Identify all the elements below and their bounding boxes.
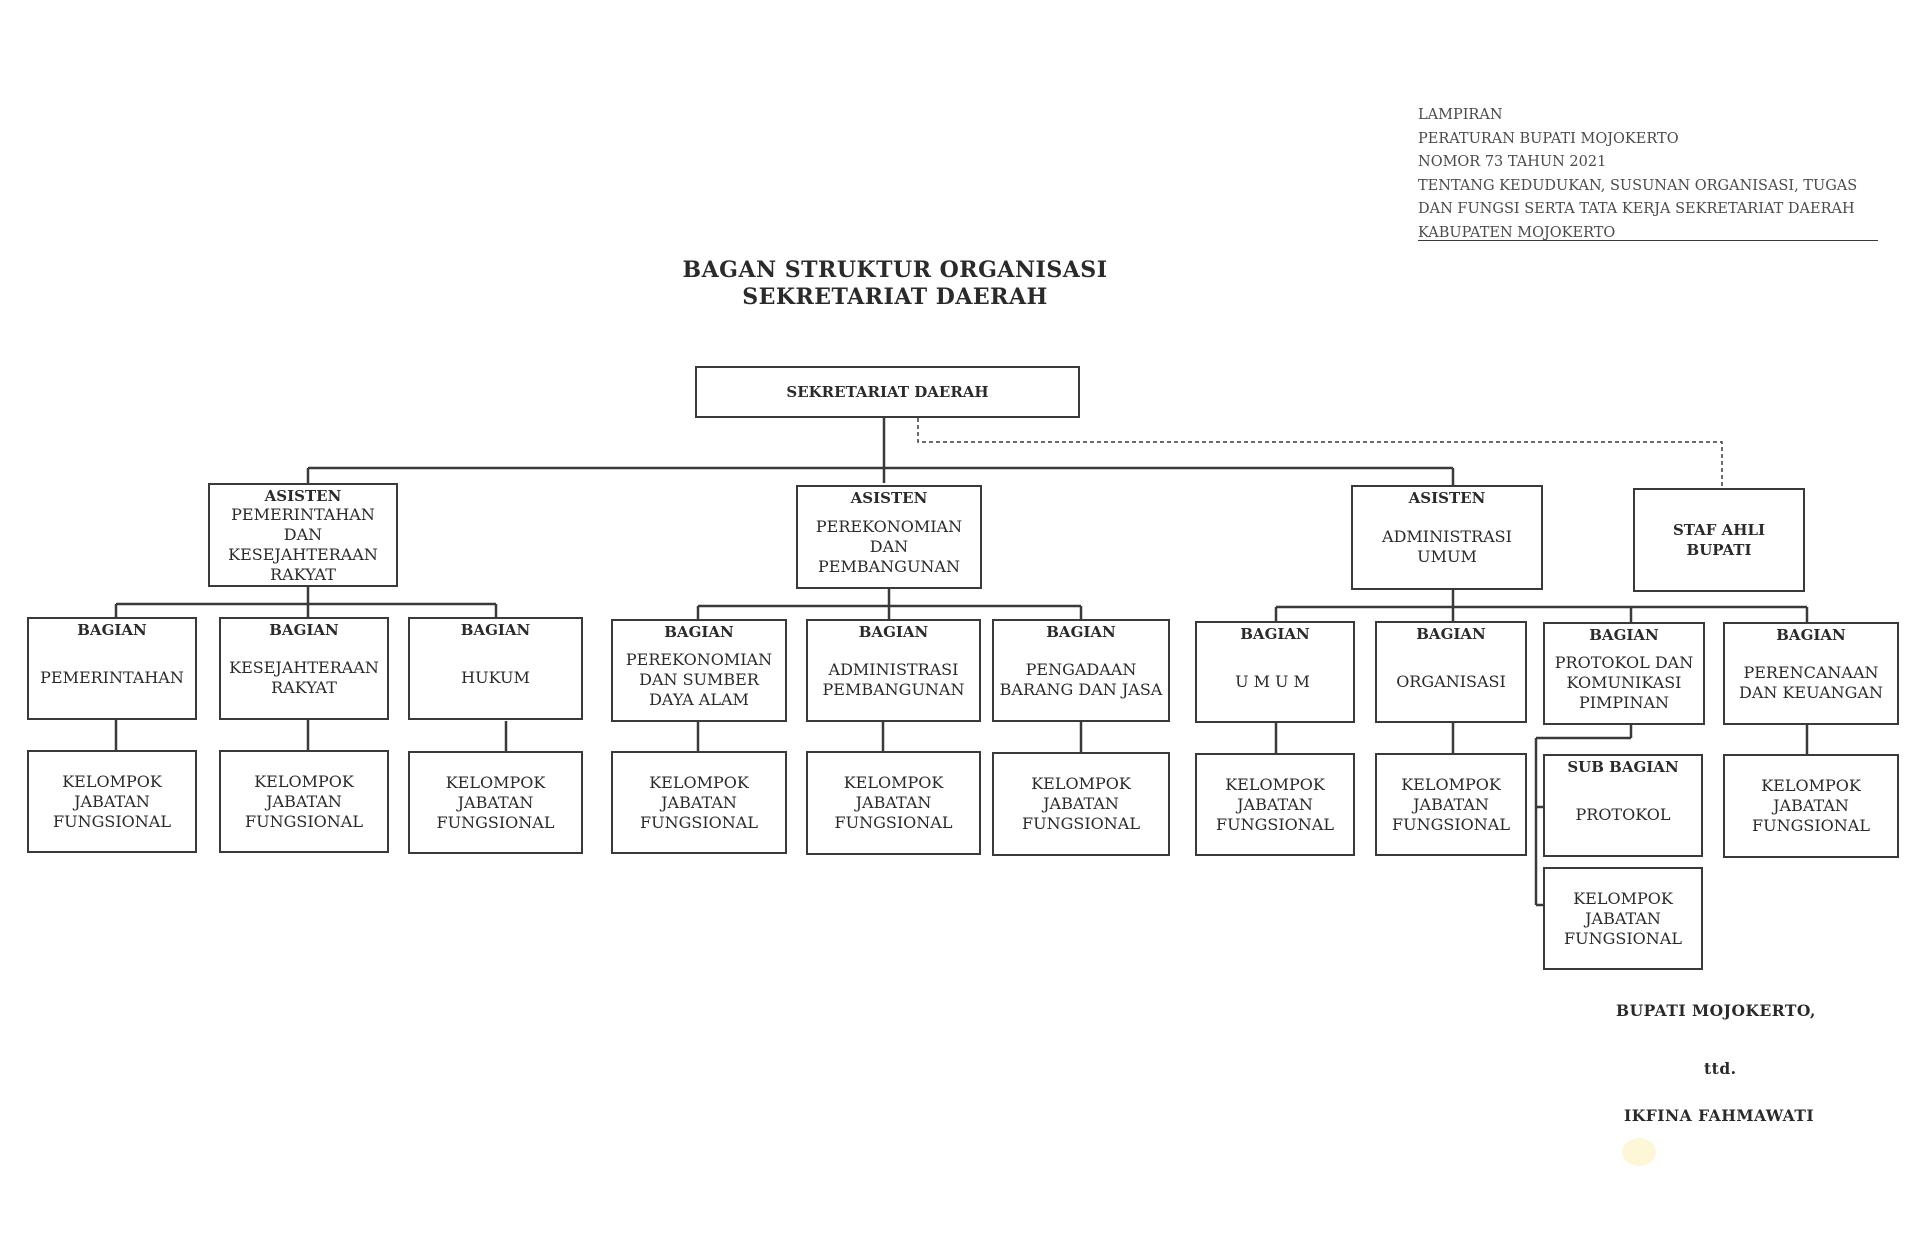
signature-name: IKFINA FAHMAWATI xyxy=(1624,1106,1815,1125)
box-label: SEKRETARIAT DAERAH xyxy=(786,383,989,401)
box-head: BAGIAN xyxy=(1776,626,1846,644)
box-body: KESEJAHTERAAN RAKYAT xyxy=(229,658,379,697)
box-head: BAGIAN xyxy=(1416,625,1486,643)
box-kelompok-jabatan-fungsional: KELOMPOK JABATAN FUNGSIONAL xyxy=(806,751,981,855)
box-body: HUKUM xyxy=(461,668,530,687)
box-sekretariat-daerah: SEKRETARIAT DAERAH xyxy=(695,366,1080,418)
box-head: ASISTEN xyxy=(264,487,342,505)
page-title: BAGAN STRUKTUR ORGANISASI SEKRETARIAT DA… xyxy=(640,257,1150,311)
box-bagian-pemerintahan: BAGIAN PEMERINTAHAN xyxy=(27,617,197,720)
box-body: KELOMPOK JABATAN FUNGSIONAL xyxy=(1216,774,1334,834)
title-line-2: SEKRETARIAT DAERAH xyxy=(742,284,1048,310)
box-bagian-organisasi: BAGIAN ORGANISASI xyxy=(1375,621,1527,723)
box-kelompok-jabatan-fungsional: KELOMPOK JABATAN FUNGSIONAL xyxy=(219,750,389,853)
attachment-underline xyxy=(1418,240,1878,241)
box-body: ORGANISASI xyxy=(1396,671,1506,691)
box-head: ASISTEN xyxy=(1408,489,1486,507)
box-body: PEREKONOMIAN DAN PEMBANGUNAN xyxy=(815,516,963,576)
box-head: BAGIAN xyxy=(858,623,929,641)
box-head: BAGIAN xyxy=(460,621,531,639)
box-body: ADMINISTRASI UMUM xyxy=(1382,527,1512,566)
box-body: PEMERINTAHAN xyxy=(40,668,184,687)
box-kelompok-jabatan-fungsional: KELOMPOK JABATAN FUNGSIONAL xyxy=(1375,753,1527,856)
box-body: PEMERINTAHAN DAN KESEJAHTERAAN RAKYAT xyxy=(228,504,378,584)
box-head: BAGIAN xyxy=(664,623,734,641)
title-line-1: BAGAN STRUKTUR ORGANISASI xyxy=(682,257,1108,283)
signature-ttd: ttd. xyxy=(1704,1059,1737,1078)
box-bagian-protokol: BAGIAN PROTOKOL DAN KOMUNIKASI PIMPINAN xyxy=(1543,622,1705,725)
box-body: KELOMPOK JABATAN FUNGSIONAL xyxy=(1022,774,1140,833)
box-body: PEREKONOMIAN DAN SUMBER DAYA ALAM xyxy=(625,650,773,709)
box-body: KELOMPOK JABATAN FUNGSIONAL xyxy=(1564,888,1682,948)
box-body: KELOMPOK JABATAN FUNGSIONAL xyxy=(834,773,953,832)
box-asisten-pemerintahan: ASISTEN PEMERINTAHAN DAN KESEJAHTERAAN R… xyxy=(208,483,398,587)
box-body: ADMINISTRASI PEMBANGUNAN xyxy=(822,660,965,699)
box-kelompok-jabatan-fungsional: KELOMPOK JABATAN FUNGSIONAL xyxy=(992,752,1170,856)
box-head: BAGIAN xyxy=(269,621,339,639)
box-bagian-perencanaan: BAGIAN PERENCANAAN DAN KEUANGAN xyxy=(1723,622,1899,725)
box-head: BAGIAN xyxy=(1046,623,1116,641)
attachment-line: LAMPIRAN xyxy=(1418,107,1503,123)
attachment-line: NOMOR 73 TAHUN 2021 xyxy=(1418,154,1607,171)
box-head: BAGIAN xyxy=(1240,625,1310,643)
box-label: STAF AHLI BUPATI xyxy=(1672,521,1766,559)
box-body: PENGADAAN BARANG DAN JASA xyxy=(999,660,1163,699)
box-sub-bagian-protokol: SUB BAGIAN PROTOKOL xyxy=(1543,754,1703,857)
box-kelompok-jabatan-fungsional: KELOMPOK JABATAN FUNGSIONAL xyxy=(408,751,583,854)
box-body: KELOMPOK JABATAN FUNGSIONAL xyxy=(245,771,363,831)
box-bagian-administrasi-pembangunan: BAGIAN ADMINISTRASI PEMBANGUNAN xyxy=(806,619,981,722)
box-bagian-umum: BAGIAN UMUM xyxy=(1195,621,1355,723)
box-kelompok-jabatan-fungsional: KELOMPOK JABATAN FUNGSIONAL xyxy=(611,751,787,854)
staf-ahli-dashed-connector xyxy=(917,418,1723,488)
box-head: BAGIAN xyxy=(1589,626,1659,644)
box-head: BAGIAN xyxy=(77,621,147,639)
box-body: KELOMPOK JABATAN FUNGSIONAL xyxy=(1752,776,1870,835)
box-asisten-administrasi-umum: ASISTEN ADMINISTRASI UMUM xyxy=(1351,485,1543,590)
signature-office: BUPATI MOJOKERTO, xyxy=(1616,1001,1816,1020)
attachment-block: LAMPIRAN PERATURAN BUPATI MOJOKERTO NOMO… xyxy=(1418,104,1857,246)
box-body: KELOMPOK JABATAN FUNGSIONAL xyxy=(53,771,171,831)
box-bagian-pengadaan: BAGIAN PENGADAAN BARANG DAN JASA xyxy=(992,619,1170,722)
box-body: KELOMPOK JABATAN FUNGSIONAL xyxy=(1392,774,1510,834)
box-body: KELOMPOK JABATAN FUNGSIONAL xyxy=(436,772,555,832)
box-kelompok-jabatan-fungsional: KELOMPOK JABATAN FUNGSIONAL xyxy=(27,750,197,853)
box-head: ASISTEN xyxy=(850,489,928,507)
box-body: PROTOKOL xyxy=(1575,805,1671,824)
box-bagian-kesejahteraan-rakyat: BAGIAN KESEJAHTERAAN RAKYAT xyxy=(219,617,389,720)
attachment-line: KABUPATEN MOJOKERTO xyxy=(1418,224,1616,241)
attachment-line: TENTANG KEDUDUKAN, SUSUNAN ORGANISASI, T… xyxy=(1418,177,1858,194)
box-asisten-perekonomian: ASISTEN PEREKONOMIAN DAN PEMBANGUNAN xyxy=(796,485,982,589)
box-body: UMUM xyxy=(1235,671,1315,691)
box-head: SUB BAGIAN xyxy=(1567,758,1679,776)
box-kelompok-jabatan-fungsional: KELOMPOK JABATAN FUNGSIONAL xyxy=(1195,753,1355,856)
box-body: KELOMPOK JABATAN FUNGSIONAL xyxy=(640,772,758,832)
box-kelompok-jabatan-fungsional: KELOMPOK JABATAN FUNGSIONAL xyxy=(1723,754,1899,858)
stamp-mark xyxy=(1622,1138,1656,1166)
attachment-line: DAN FUNGSI SERTA TATA KERJA SEKRETARIAT … xyxy=(1418,201,1855,218)
box-bagian-perekonomian: BAGIAN PEREKONOMIAN DAN SUMBER DAYA ALAM xyxy=(611,619,787,722)
box-staf-ahli-bupati: STAF AHLI BUPATI xyxy=(1633,488,1805,592)
box-bagian-hukum: BAGIAN HUKUM xyxy=(408,617,583,720)
box-kelompok-jabatan-fungsional: KELOMPOK JABATAN FUNGSIONAL xyxy=(1543,867,1703,970)
attachment-line: PERATURAN BUPATI MOJOKERTO xyxy=(1418,130,1679,147)
box-body: PERENCANAAN DAN KEUANGAN xyxy=(1739,663,1883,702)
box-body: PROTOKOL DAN KOMUNIKASI PIMPINAN xyxy=(1554,653,1694,712)
